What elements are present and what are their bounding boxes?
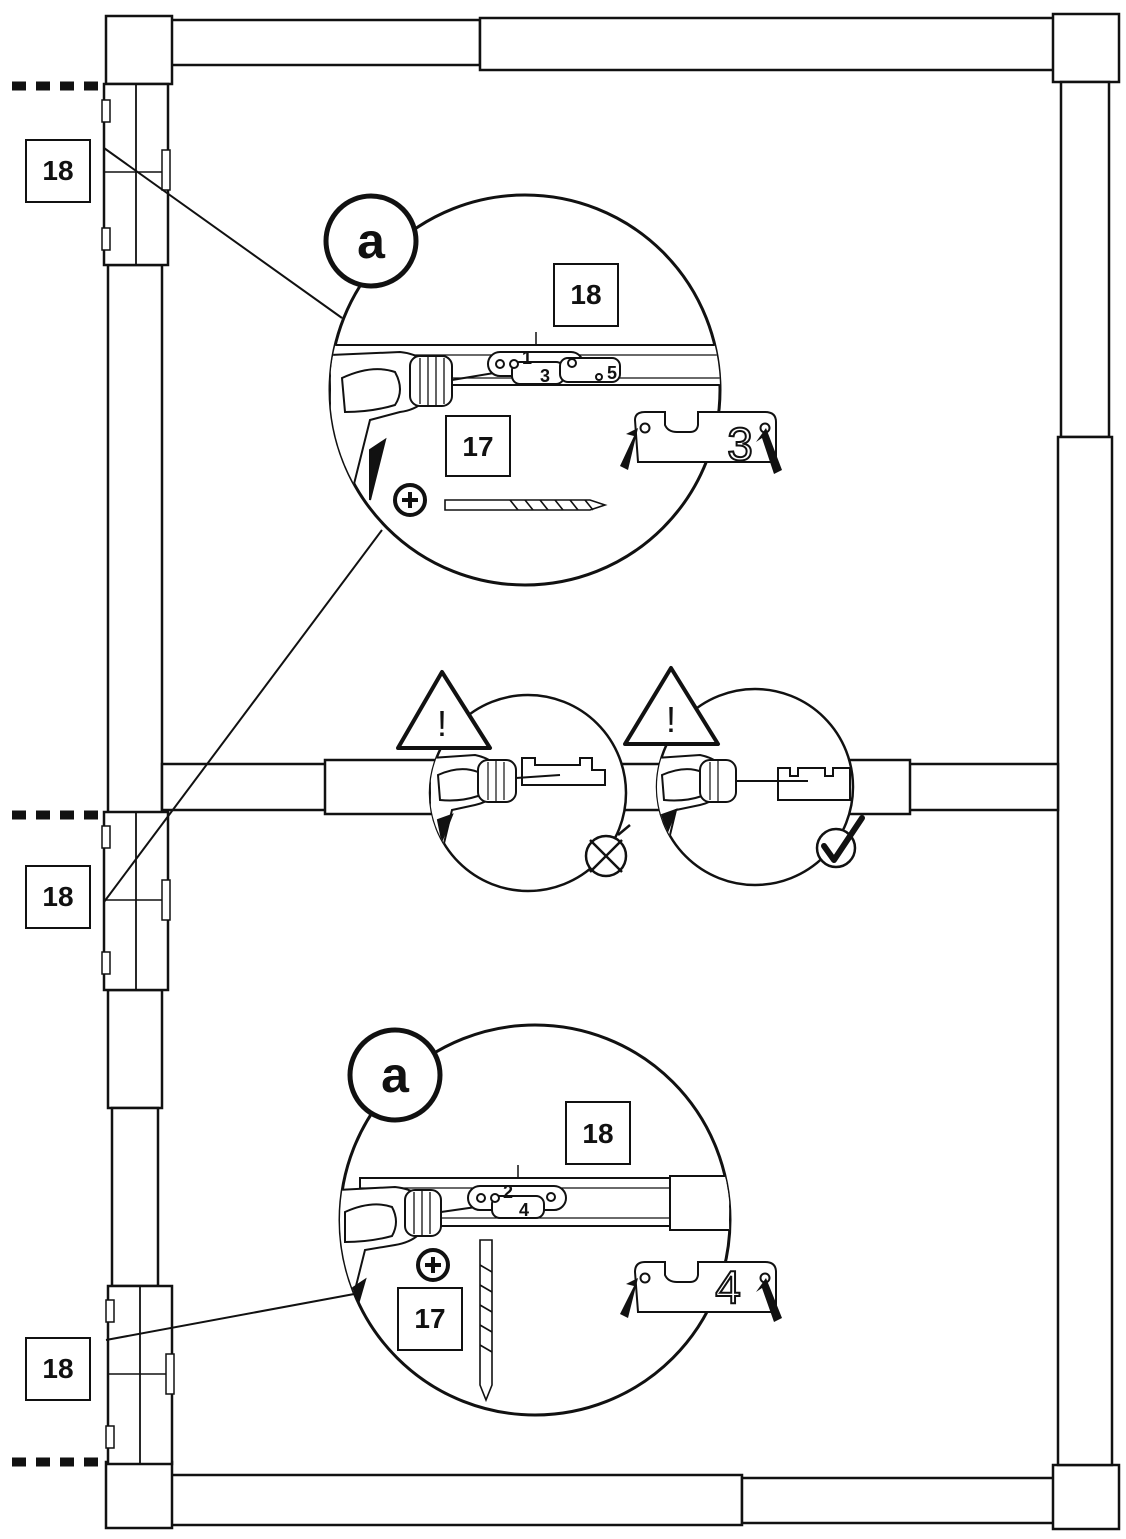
step-label-a: a: [357, 213, 386, 269]
corner-block-bottom-left: [104, 1460, 174, 1530]
bottom-rail-right: [740, 1476, 1060, 1525]
warning-exclamation: !: [437, 703, 447, 744]
corner-block-top-left: [104, 14, 174, 86]
bracket-detail-top: [633, 411, 777, 463]
warning-triangle-icon: [623, 666, 720, 746]
arrow-icon: [620, 1278, 782, 1322]
right-post-lower: [1056, 435, 1114, 1467]
arrow-icon: [620, 428, 782, 474]
step-badge-bottom: [347, 1027, 443, 1123]
top-rail-left: [168, 18, 482, 67]
part-label-box: [553, 263, 619, 327]
part-label-box: [565, 1101, 631, 1165]
top-rail-right: [478, 16, 1060, 72]
right-post-upper: [1059, 80, 1111, 439]
hole-number-2: 2: [503, 1182, 513, 1202]
hole-number-3: 3: [540, 366, 550, 386]
drill-icon: [430, 753, 517, 861]
detail-circle-top: [328, 193, 782, 587]
warning-exclamation: !: [666, 699, 676, 740]
bracket-number-4: 4: [715, 1261, 741, 1313]
bottom-rail-left: [168, 1473, 744, 1527]
phillips-screw-icon: [416, 1248, 450, 1282]
left-post-lower: [110, 1106, 160, 1288]
part-number-17: 17: [462, 431, 493, 462]
warning-triangle-icon: [396, 670, 492, 750]
step-badge-top: [323, 193, 419, 289]
hinge-block-top: [101, 82, 171, 267]
part-number-18: 18: [42, 1353, 73, 1384]
part-number-18: 18: [42, 881, 73, 912]
cross-mark-icon: [584, 824, 631, 878]
drill-bit-icon: [479, 1239, 493, 1403]
hinge-block-middle: [101, 810, 171, 992]
part-label-box: [25, 139, 91, 203]
part-number-18: 18: [582, 1118, 613, 1149]
corner-block-top-right: [1051, 12, 1121, 84]
drill-icon: [340, 1185, 491, 1331]
part-number-18: 18: [570, 279, 601, 310]
hole-number-5: 5: [607, 363, 617, 383]
hole-number-4: 4: [519, 1200, 529, 1220]
hinge-block-bottom: [105, 1284, 175, 1466]
step-label-a: a: [381, 1047, 410, 1103]
part-label-box: [25, 865, 91, 929]
check-mark-icon: [815, 815, 865, 869]
drill-bit-icon: [444, 499, 608, 511]
drill-icon: [330, 350, 513, 521]
corner-block-bottom-right: [1051, 1463, 1121, 1531]
part-label-box: [397, 1287, 463, 1351]
leader-lines: [103, 147, 383, 1341]
left-post-upper: [106, 263, 164, 815]
hole-plate: [487, 351, 621, 385]
part-number-18: 18: [42, 155, 73, 186]
bracket-detail-bottom: [633, 1261, 777, 1313]
part-number-17: 17: [414, 1303, 445, 1334]
hole-number-1: 1: [522, 348, 532, 368]
part-label-box: [445, 415, 511, 477]
part-label-box: [25, 1337, 91, 1401]
phillips-screw-icon: [393, 483, 427, 517]
hole-plate: [467, 1185, 567, 1219]
left-post-middle: [106, 988, 164, 1110]
dashed-continuation-marks: [12, 81, 104, 1467]
bracket-number-3: 3: [727, 418, 753, 470]
